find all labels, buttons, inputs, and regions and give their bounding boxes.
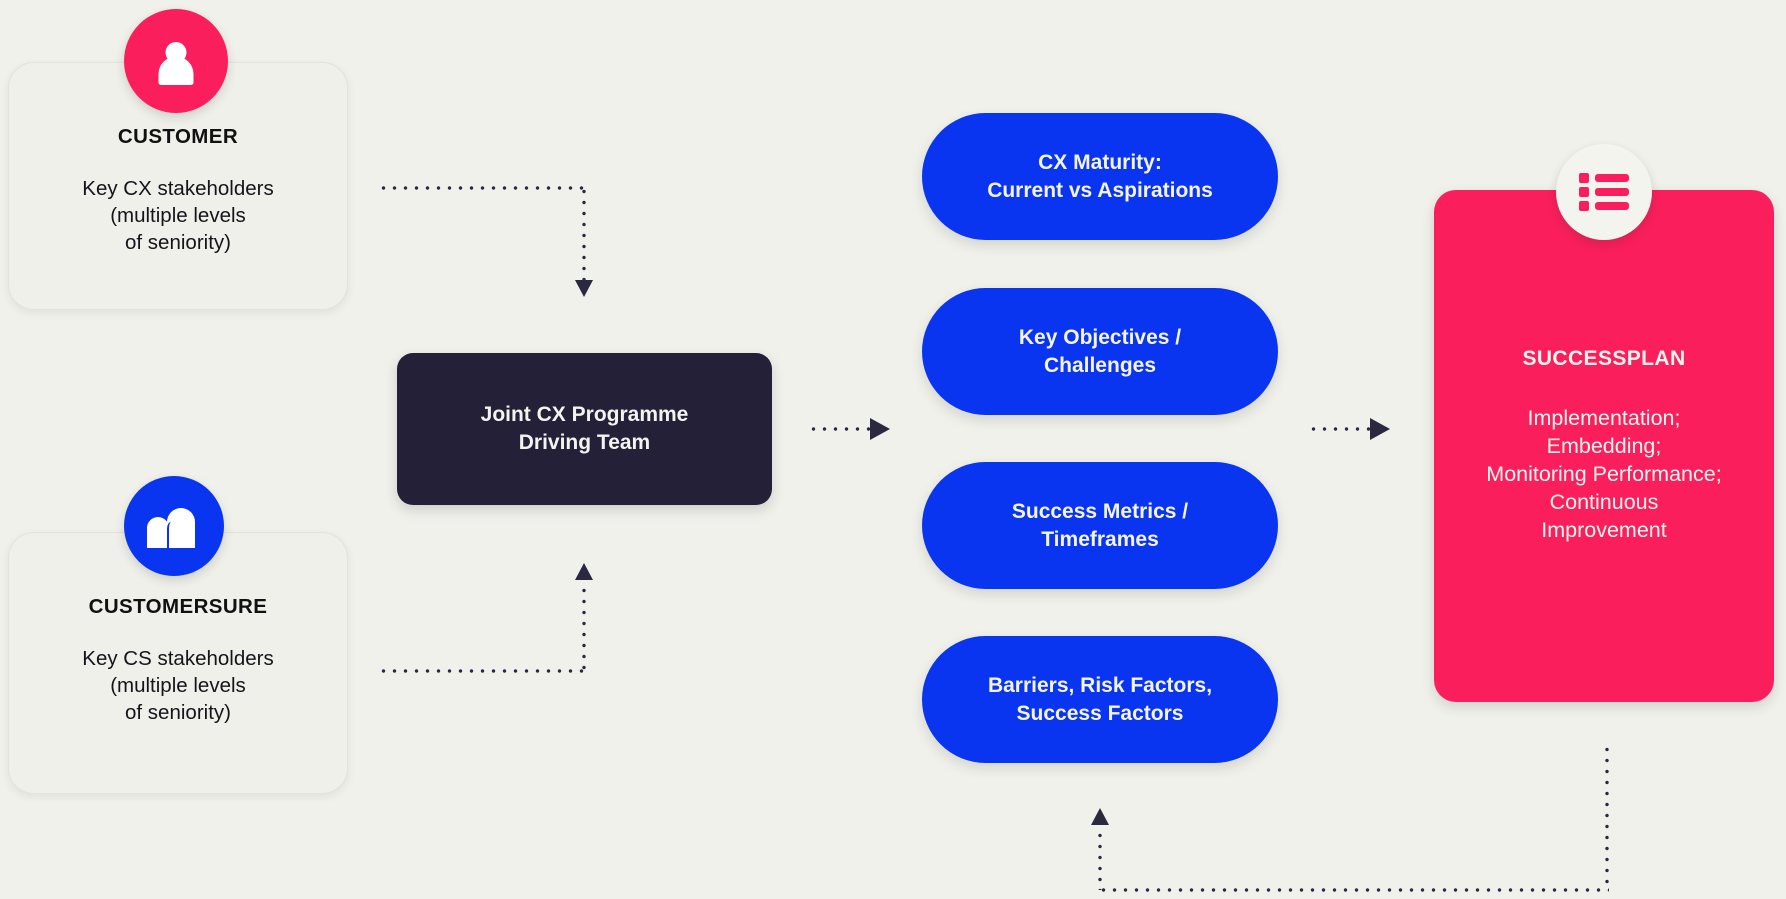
pill-line: CX Maturity:: [1038, 150, 1162, 174]
pill-line: Success Factors: [1016, 701, 1184, 725]
arrow-feedback-into-barriers-pill: [1091, 808, 1109, 825]
bulleted-list-icon: [1556, 144, 1652, 240]
pill-label: CX Maturity: Current vs Aspirations: [987, 149, 1213, 204]
pill-line: Challenges: [1043, 353, 1157, 377]
connector-customer-vertical: [582, 186, 586, 282]
driving-team-line: Joint CX Programme: [480, 402, 689, 426]
pill-line: Barriers, Risk Factors,: [987, 673, 1213, 697]
card-body-line: Key CS stakeholders: [82, 647, 274, 670]
success-plan-line: Implementation;: [1527, 406, 1681, 431]
arrow-into-driving-team-bottom: [575, 563, 593, 580]
success-plan-line: Monitoring Performance;: [1486, 462, 1722, 487]
pill-line: Timeframes: [1041, 527, 1159, 551]
feedback-loop-bottom-horizontal: [1098, 888, 1609, 892]
connector-driving-team-to-pills: [808, 427, 870, 431]
arrow-to-workstreams: [870, 418, 890, 440]
success-plan-body: Implementation; Embedding; Monitoring Pe…: [1486, 405, 1721, 545]
card-body-line: of seniority): [125, 701, 231, 725]
arrow-into-driving-team-top: [575, 280, 593, 297]
success-plan-line: Improvement: [1541, 517, 1667, 542]
pill-line: Success Metrics /: [1011, 499, 1189, 523]
pill-label: Barriers, Risk Factors, Success Factors: [988, 672, 1212, 727]
connector-customer-horizontal: [378, 186, 586, 190]
success-plan-line: Embedding;: [1546, 434, 1662, 459]
connector-customersure-horizontal: [378, 669, 586, 673]
feedback-loop-right-vertical: [1605, 744, 1609, 891]
arrow-to-success-plan: [1370, 418, 1390, 440]
driving-team-label: Joint CX Programme Driving Team: [481, 401, 689, 457]
card-body-line: (multiple levels: [110, 674, 246, 698]
workstream-pill-key-objectives[interactable]: Key Objectives / Challenges: [922, 288, 1278, 415]
pill-line: Key Objectives /: [1018, 325, 1182, 349]
card-title-customer: CUSTOMER: [117, 125, 239, 148]
connector-pills-to-success-plan: [1308, 427, 1370, 431]
connector-customersure-vertical: [582, 585, 586, 673]
success-plan-line: Continuous: [1549, 489, 1659, 514]
card-body-line: of seniority): [125, 231, 231, 255]
card-body-customer: Key CX stakeholders (multiple levels of …: [82, 175, 273, 256]
card-title-customersure: CUSTOMERSURE: [88, 595, 268, 618]
pill-label: Key Objectives / Challenges: [1019, 324, 1181, 379]
feedback-loop-left-vertical: [1098, 830, 1102, 890]
workstream-pill-success-metrics[interactable]: Success Metrics / Timeframes: [922, 462, 1278, 589]
workstream-pill-cx-maturity[interactable]: CX Maturity: Current vs Aspirations: [922, 113, 1278, 240]
success-plan-title: SUCCESSPLAN: [1522, 347, 1686, 371]
card-body-line: (multiple levels: [110, 204, 246, 228]
person-icon: [124, 9, 228, 113]
pill-label: Success Metrics / Timeframes: [1012, 498, 1188, 553]
joint-cx-programme-driving-team-box[interactable]: Joint CX Programme Driving Team: [397, 353, 772, 505]
customersure-logo-icon: [124, 476, 224, 576]
workstream-pill-barriers-risk-factors[interactable]: Barriers, Risk Factors, Success Factors: [922, 636, 1278, 763]
pill-line: Current vs Aspirations: [987, 178, 1213, 202]
success-plan-panel[interactable]: SUCCESSPLAN Implementation; Embedding; M…: [1434, 190, 1774, 702]
card-body-customersure: Key CS stakeholders (multiple levels of …: [82, 645, 273, 726]
card-body-line: Key CX stakeholders: [82, 177, 274, 200]
driving-team-line: Driving Team: [518, 431, 651, 454]
